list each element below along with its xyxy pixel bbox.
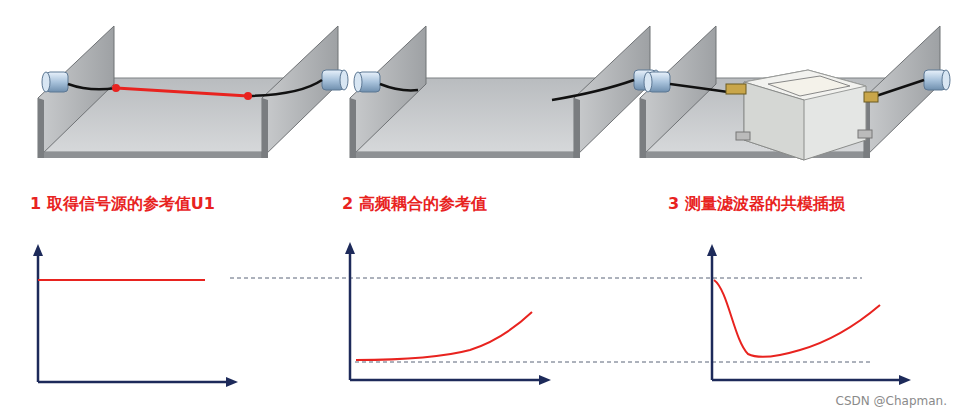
filter (726, 70, 878, 160)
watermark: CSDN @Chapman. (836, 394, 947, 408)
step-caption: 1 取得信号源的参考值U1 (30, 194, 215, 215)
step-caption: 2 高频耦合的参考值 (342, 194, 487, 215)
step-caption: 3 测量滤波器的共模插损 (668, 194, 845, 215)
